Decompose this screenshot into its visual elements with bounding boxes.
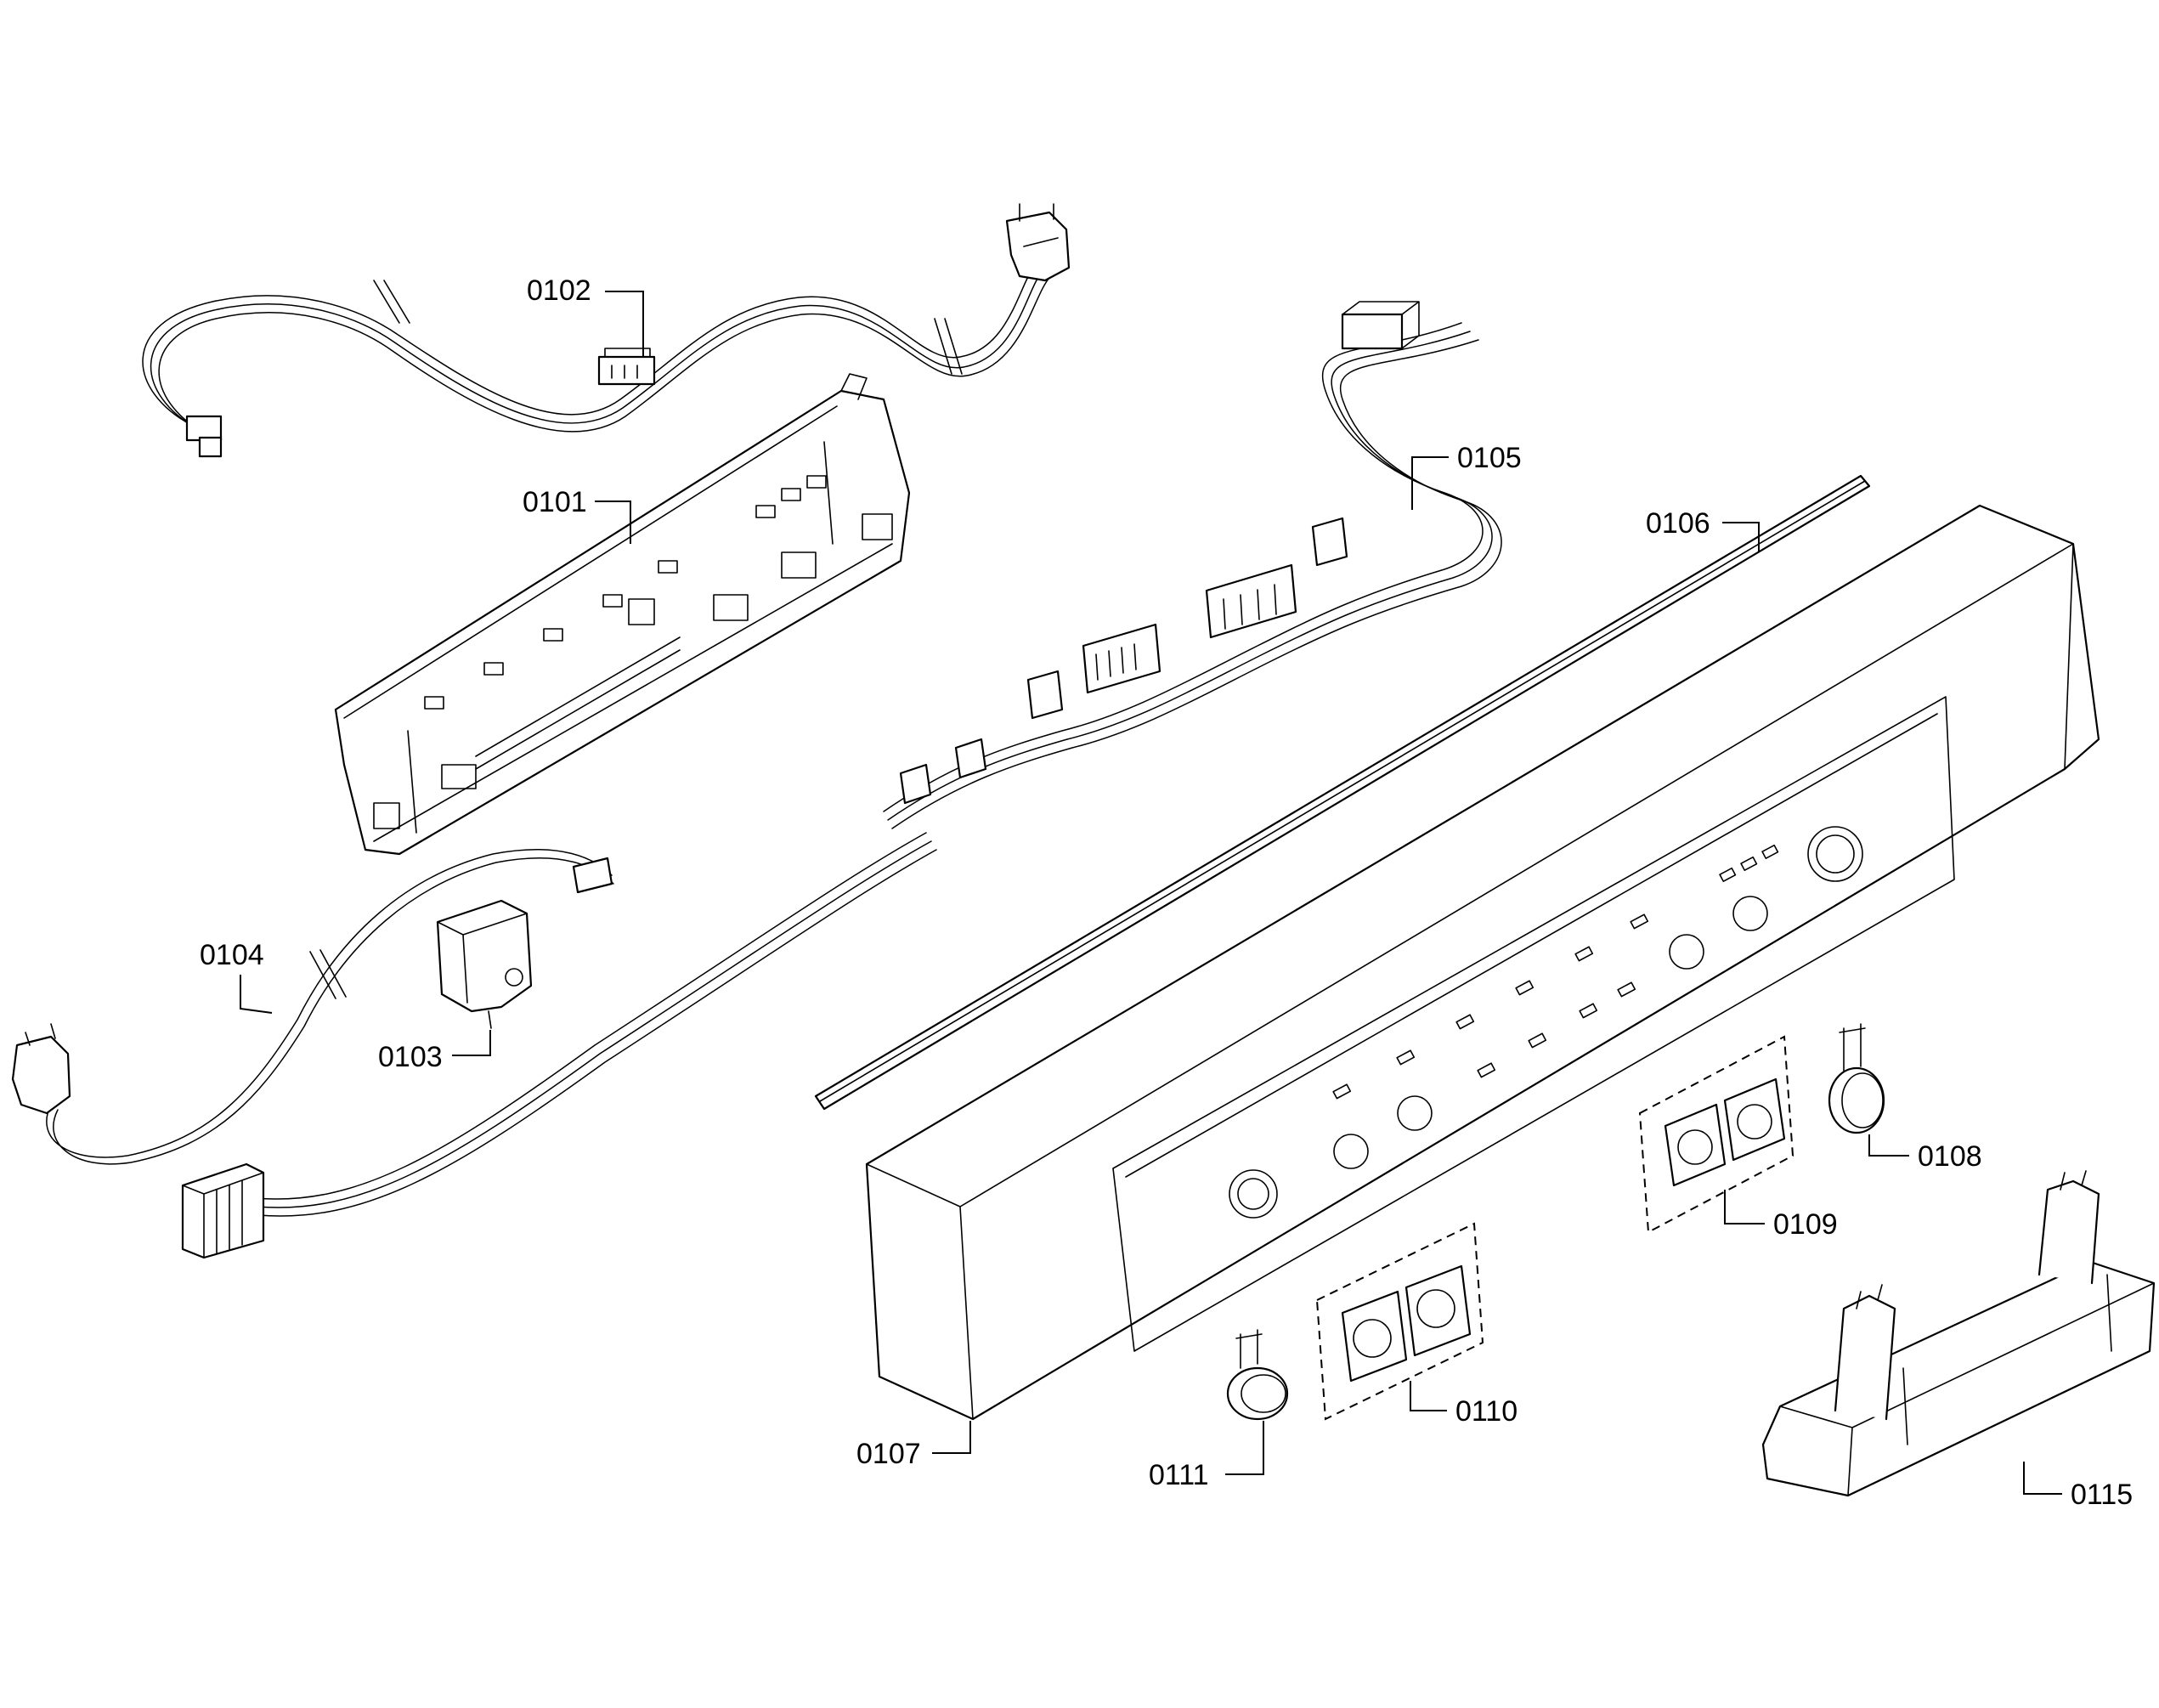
- callout-0101: 0101: [523, 486, 631, 544]
- callout-0103: 0103: [378, 1030, 491, 1073]
- callout-0110: 0110: [1410, 1381, 1518, 1428]
- part-0110-button-set: [1315, 1222, 1484, 1421]
- callout-0106: 0106: [1646, 507, 1760, 552]
- part-0102-wire-harness: [142, 203, 1071, 458]
- part-0109-button-set: [1638, 1035, 1794, 1234]
- callout-0111-label: 0111: [1149, 1459, 1209, 1491]
- part-0115-bracket: [1761, 1170, 2156, 1497]
- callout-0105: 0105: [1411, 442, 1522, 510]
- part-0107-control-panel: [865, 504, 2100, 1421]
- part-0105-harness: [883, 301, 1502, 829]
- callout-0102-label: 0102: [527, 274, 591, 307]
- part-0101-control-module: [334, 373, 911, 856]
- callout-0106-label: 0106: [1646, 507, 1710, 540]
- callout-0109-label: 0109: [1773, 1208, 1838, 1241]
- callout-0104: 0104: [200, 939, 273, 1014]
- callout-0104-label: 0104: [200, 939, 264, 971]
- callout-0101-label: 0101: [523, 486, 587, 518]
- part-0104-harness: [11, 832, 937, 1259]
- callout-0102: 0102: [527, 274, 644, 357]
- part-0111-knob: [1226, 1329, 1289, 1421]
- callout-0115-label: 0115: [2071, 1479, 2133, 1511]
- callout-0107-label: 0107: [856, 1438, 921, 1470]
- callout-0107: 0107: [856, 1421, 971, 1470]
- callout-0109: 0109: [1724, 1190, 1838, 1241]
- callout-0103-label: 0103: [378, 1041, 443, 1073]
- callout-0105-label: 0105: [1457, 442, 1522, 474]
- part-0106-gasket-strip: [814, 474, 1871, 1111]
- callout-0111: 0111: [1149, 1421, 1264, 1491]
- callout-0110-label: 0110: [1455, 1395, 1518, 1428]
- callout-0115: 0115: [2023, 1462, 2133, 1511]
- callout-0108-label: 0108: [1918, 1140, 1982, 1173]
- part-0108-knob: [1828, 1023, 1885, 1134]
- part-0103-door-switch: [436, 899, 533, 1029]
- callout-0108: 0108: [1868, 1134, 1982, 1173]
